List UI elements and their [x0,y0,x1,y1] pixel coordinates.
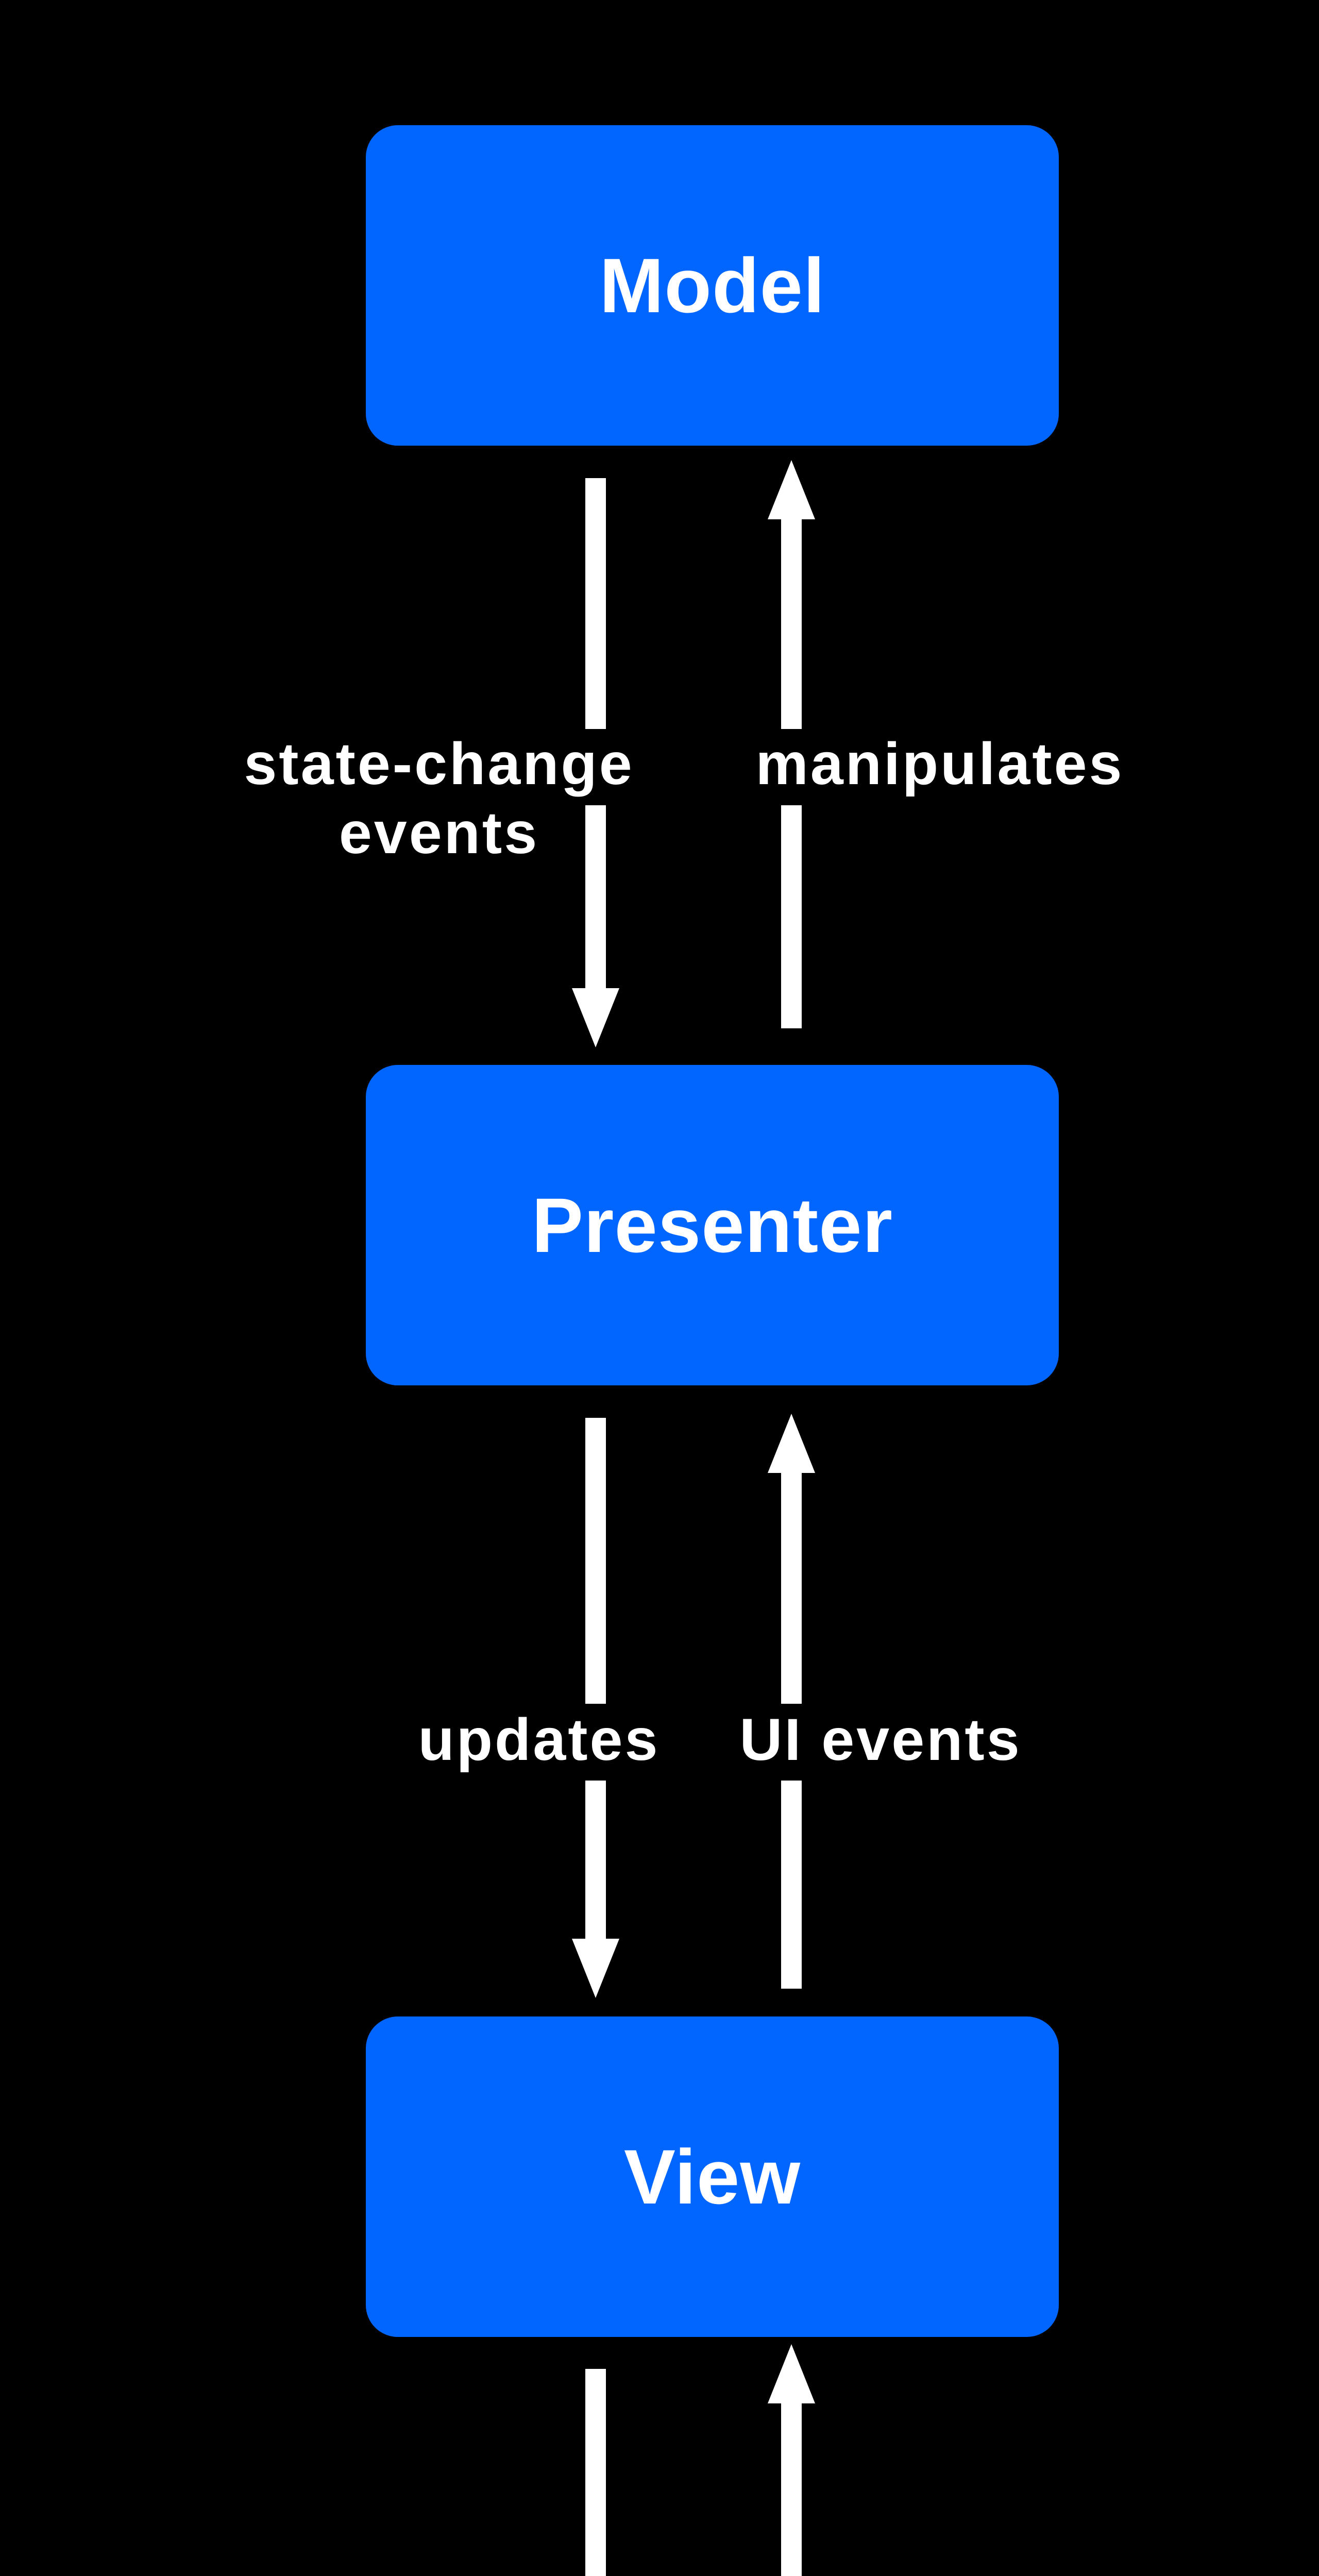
arrow-presenter-to-model-line-lower [781,805,802,1028]
model-node-label: Model [599,242,825,329]
edge-label-ui-events: UI events [739,1707,1022,1773]
edge-label-manipulates: manipulates [755,731,1124,797]
view-node: View [366,2016,1059,2337]
arrow-view-to-presenter-line-lower [781,1781,802,1989]
arrow-model-to-presenter-line-upper [585,478,606,729]
edge-label-updates: updates [418,1707,660,1773]
edge-label-state-change-events: state-change events [244,730,634,868]
arrow-up-head-icon [768,460,815,519]
arrow-view-to-presenter-line-upper [781,1473,802,1704]
presenter-node-label: Presenter [531,1182,893,1268]
edge-label-state-change-line1: state-change [244,731,634,797]
arrow-presenter-to-view-line-lower [585,1781,606,1939]
presenter-node: Presenter [366,1065,1059,1385]
arrow-up-head-icon [768,2344,815,2403]
arrow-down-head-icon [572,1939,619,1998]
arrow-presenter-to-model-line-upper [781,519,802,729]
arrow-user-to-view-line-upper [781,2403,802,2576]
model-node: Model [366,125,1059,446]
arrow-view-to-user-line-upper [585,2369,606,2576]
view-node-label: View [623,2133,801,2220]
arrow-up-head-icon [768,1414,815,1473]
arrow-down-head-icon [572,988,619,1047]
edge-label-state-change-line2: events [339,800,539,866]
arrow-presenter-to-view-line-upper [585,1418,606,1704]
